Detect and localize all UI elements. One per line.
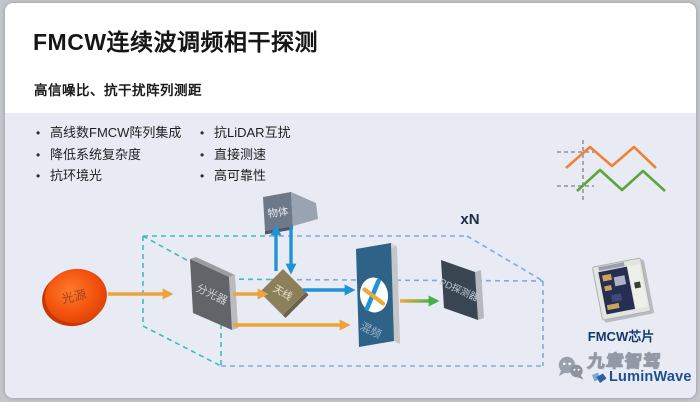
multiplier-label: xN: [460, 211, 479, 228]
waveform-tx-orange: [565, 145, 657, 169]
fmcw-chip-caption: FMCW芯片: [588, 329, 654, 344]
light-source-label: 光源: [60, 287, 88, 306]
bullet-dot: •: [200, 147, 205, 162]
brand-logo: 九章智驾 LuminWave: [557, 347, 692, 393]
bullet-dot: •: [36, 126, 41, 140]
list-item: • 直接测速: [200, 144, 291, 166]
object-label: 物体: [267, 205, 290, 221]
brand-name-english-row: LuminWave: [591, 369, 692, 385]
feature-text: 高可靠性: [214, 168, 267, 183]
brand-name-english: LuminWave: [609, 369, 692, 385]
feature-text: 高线数FMCW阵列集成: [50, 125, 182, 140]
diagram-arrows: [108, 224, 440, 331]
feature-text: 直接测速: [214, 146, 267, 162]
chip-boundary-dashed-box: [142, 235, 544, 367]
list-item: • 高可靠性: [200, 165, 291, 187]
luminwave-cube-icon: [592, 372, 607, 383]
page-subtitle: 高信噪比、抗干扰阵列测距: [34, 83, 202, 98]
feature-list-right: • 抗LiDAR互扰 • 直接测速 • 高可靠性: [200, 122, 291, 187]
waveform-axis-dashes: [557, 140, 594, 200]
slide-body-background: [5, 113, 696, 398]
feature-text: 降低系统复杂度: [50, 146, 142, 162]
feature-list-left: • 高线数FMCW阵列集成 • 降低系统复杂度 • 抗环境光: [36, 122, 181, 187]
waveform-rx-green: [576, 168, 666, 192]
wechat-icon: [558, 356, 584, 380]
bullet-dot: •: [36, 169, 41, 183]
list-item: • 降低系统复杂度: [36, 144, 181, 166]
bullet-dot: •: [200, 126, 205, 140]
bullet-dot: •: [36, 147, 41, 162]
feature-text: 抗LiDAR互扰: [214, 125, 291, 140]
splitter-node: 分光器: [190, 257, 238, 330]
list-item: • 抗环境光: [36, 165, 181, 187]
list-item: • 抗LiDAR互扰: [200, 122, 291, 144]
list-item: • 高线数FMCW阵列集成: [36, 122, 181, 144]
mixer-node: 混频: [356, 243, 400, 347]
light-source-node: 光源: [42, 268, 107, 327]
mixer-x-orange-stroke: [362, 287, 386, 306]
feature-text: 抗环境光: [50, 168, 103, 183]
bullet-dot: •: [200, 169, 205, 183]
page-title: FMCW连续波调频相干探测: [33, 29, 319, 55]
fmcw-system-diagram: xN 物体 分光器 天线: [42, 140, 666, 367]
pd-detector-node: PD探测器: [438, 260, 484, 320]
fmcw-chip-image: [592, 257, 654, 323]
antenna-node: 天线: [260, 269, 309, 318]
slide: FMCW连续波调频相干探测 高信噪比、抗干扰阵列测距 • 高线数FMCW阵列集成 …: [5, 3, 696, 398]
fmcw-waveform-icon: [557, 140, 666, 200]
